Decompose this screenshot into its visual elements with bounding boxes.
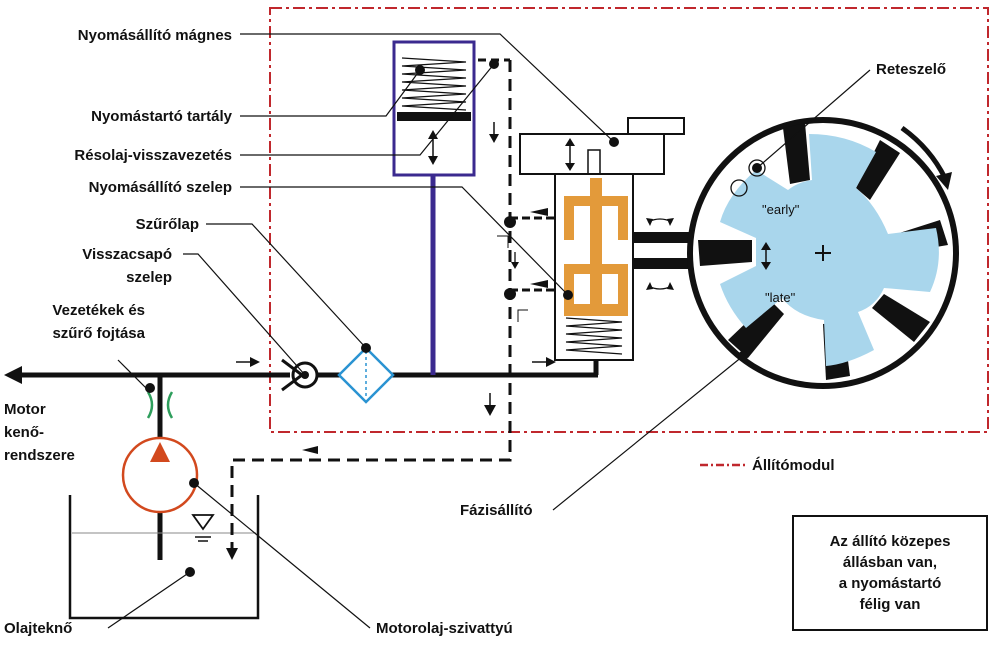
oil-level-triangle: [191, 514, 215, 531]
status-note-line3: a nyomástartó: [838, 575, 942, 592]
label-lines-filter-2: szűrő fojtása: [52, 325, 145, 342]
magnet-tab: [627, 117, 685, 135]
label-lines-filter-1: Vezetékek és: [52, 302, 145, 319]
pump-direction-triangle: [150, 442, 170, 462]
port-arrow-lower: [530, 280, 548, 288]
status-note-line2: állásban van,: [842, 554, 938, 571]
port-l-upper: [497, 235, 509, 248]
rotor-arrow-down: [761, 262, 771, 270]
rotation-arrow-head: [936, 172, 952, 190]
label-late: "late": [765, 290, 796, 305]
locking-pin-hole2: [730, 179, 748, 197]
oil-pump-symbol: [121, 436, 199, 514]
adjuster-channel-upper: [633, 232, 703, 243]
port-l-lower: [517, 309, 528, 322]
locking-pin-hole1: [748, 159, 766, 177]
oil-pan: [68, 495, 260, 620]
throttle-symbol: [146, 391, 154, 419]
return-arrow-pan: [226, 548, 238, 560]
magnet-plunger: [587, 149, 601, 175]
channel-arrow-upper-r: [667, 218, 674, 226]
return-arrow-left: [302, 446, 318, 454]
label-oil-pump: Motorolaj-szivattyú: [376, 620, 513, 637]
phase-adjuster-rotor: [720, 134, 939, 366]
label-engine-lube-2: kenő-: [4, 424, 44, 441]
status-note-line1: Az állító közepes: [829, 533, 951, 550]
magnet-arrow-down: [565, 163, 575, 171]
leader-lines: [107, 33, 871, 629]
label-locking-pin: Reteszelő: [876, 61, 946, 78]
port-arrow-down: [511, 262, 519, 269]
label-pressure-valve: Nyomásállító szelep: [89, 179, 232, 196]
valve-spool: [564, 178, 628, 316]
valve-spring: [565, 317, 623, 355]
label-oil-pan: Olajteknő: [4, 620, 72, 637]
label-check-valve-2: szelep: [126, 269, 172, 286]
throttle-symbol-right: [166, 391, 174, 419]
label-engine-lube-1: Motor: [4, 401, 46, 418]
outlet-arrow: [4, 366, 22, 384]
junction-upper: [504, 216, 516, 228]
reservoir-piston: [397, 112, 471, 121]
return-line: [230, 60, 512, 555]
adjuster-channel-lower: [633, 258, 703, 269]
label-filter-plate: Szűrőlap: [136, 216, 199, 233]
status-note-line4: félig van: [859, 596, 921, 613]
label-phase-adjuster: Fázisállító: [460, 502, 533, 519]
label-pressure-reservoir: Nyomástartó tartály: [91, 108, 233, 125]
channel-arrow-upper-l: [646, 218, 653, 226]
label-check-valve-1: Visszacsapó: [82, 246, 172, 263]
magnet-arrow-up: [565, 138, 575, 146]
label-early: "early": [762, 202, 800, 217]
reservoir-arrow-down: [428, 156, 438, 165]
adjuster-module-border: [269, 7, 989, 433]
label-pressure-magnet: Nyomásállító mágnes: [78, 27, 232, 44]
channel-arrow-lower-r: [667, 282, 674, 290]
leak-arrow-down: [489, 134, 499, 143]
filter-plate: [337, 346, 395, 404]
junction-lower: [504, 288, 516, 300]
channel-arrow-lower-l: [646, 282, 653, 290]
label-leak-oil-return: Résolaj-visszavezetés: [74, 147, 232, 164]
status-note: Az állító közepes állásban van, a nyomás…: [792, 515, 988, 631]
rotation-arrow: [900, 125, 948, 180]
reservoir-spring: [401, 57, 467, 111]
label-adjuster-module: Állítómodul: [752, 457, 835, 474]
return-arrow-down: [484, 405, 496, 416]
rotor-arrow-up: [761, 242, 771, 250]
leader-dots: [145, 59, 762, 577]
port-arrow-upper: [530, 208, 548, 216]
label-engine-lube-3: rendszere: [4, 447, 75, 464]
